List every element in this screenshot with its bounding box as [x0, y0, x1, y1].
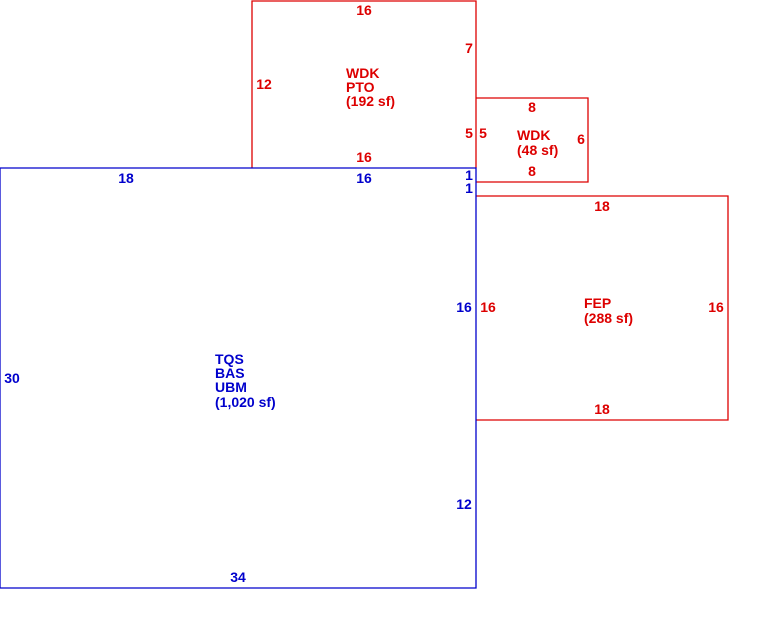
dim-fep-left: 16: [480, 299, 496, 315]
dim-fep-right: 16: [708, 299, 724, 315]
wdk-outline: [476, 97, 589, 183]
label-fep-area: (288 sf): [584, 310, 633, 326]
dim-wdk-top: 8: [528, 99, 536, 115]
dim-fep-bottom: 18: [594, 401, 610, 417]
fep-outline: [476, 195, 729, 421]
label-wdk-line1: WDK: [517, 127, 550, 143]
label-main-line1: TQS: [215, 351, 244, 367]
dim-main-step-lower: 1: [465, 180, 473, 196]
dim-main-step-upper: 1: [465, 167, 473, 183]
dim-wdk-right: 6: [577, 131, 585, 147]
label-main-line3: UBM: [215, 379, 247, 395]
label-wdk-pto-line1: WDK: [346, 65, 379, 81]
dim-wdk-pto-bottom: 16: [356, 149, 372, 165]
dim-main-left: 30: [4, 370, 20, 386]
dim-main-top-right: 16: [356, 170, 372, 186]
label-main-line2: BAS: [215, 365, 245, 381]
dim-wdk-pto-top: 16: [356, 2, 372, 18]
label-wdk-pto-area: (192 sf): [346, 93, 395, 109]
dim-main-right-upper: 16: [456, 299, 472, 315]
label-wdk-pto-line2: PTO: [346, 79, 375, 95]
dim-wdk-pto-left: 12: [256, 76, 272, 92]
dim-main-bottom: 34: [230, 569, 246, 585]
label-fep-line1: FEP: [584, 295, 611, 311]
dim-wdk-left: 5: [479, 125, 487, 141]
dim-wdk-bottom: 8: [528, 163, 536, 179]
main-area-outline: [0, 167, 477, 589]
dim-main-top-left: 18: [118, 170, 134, 186]
dim-main-right-lower: 12: [456, 496, 472, 512]
label-main-area: (1,020 sf): [215, 394, 276, 410]
dim-wdk-pto-right-lower: 5: [465, 125, 473, 141]
label-wdk-area: (48 sf): [517, 142, 558, 158]
wdk-pto-outline: [251, 0, 477, 168]
dim-wdk-pto-right-upper: 7: [465, 40, 473, 56]
dim-fep-top: 18: [594, 198, 610, 214]
